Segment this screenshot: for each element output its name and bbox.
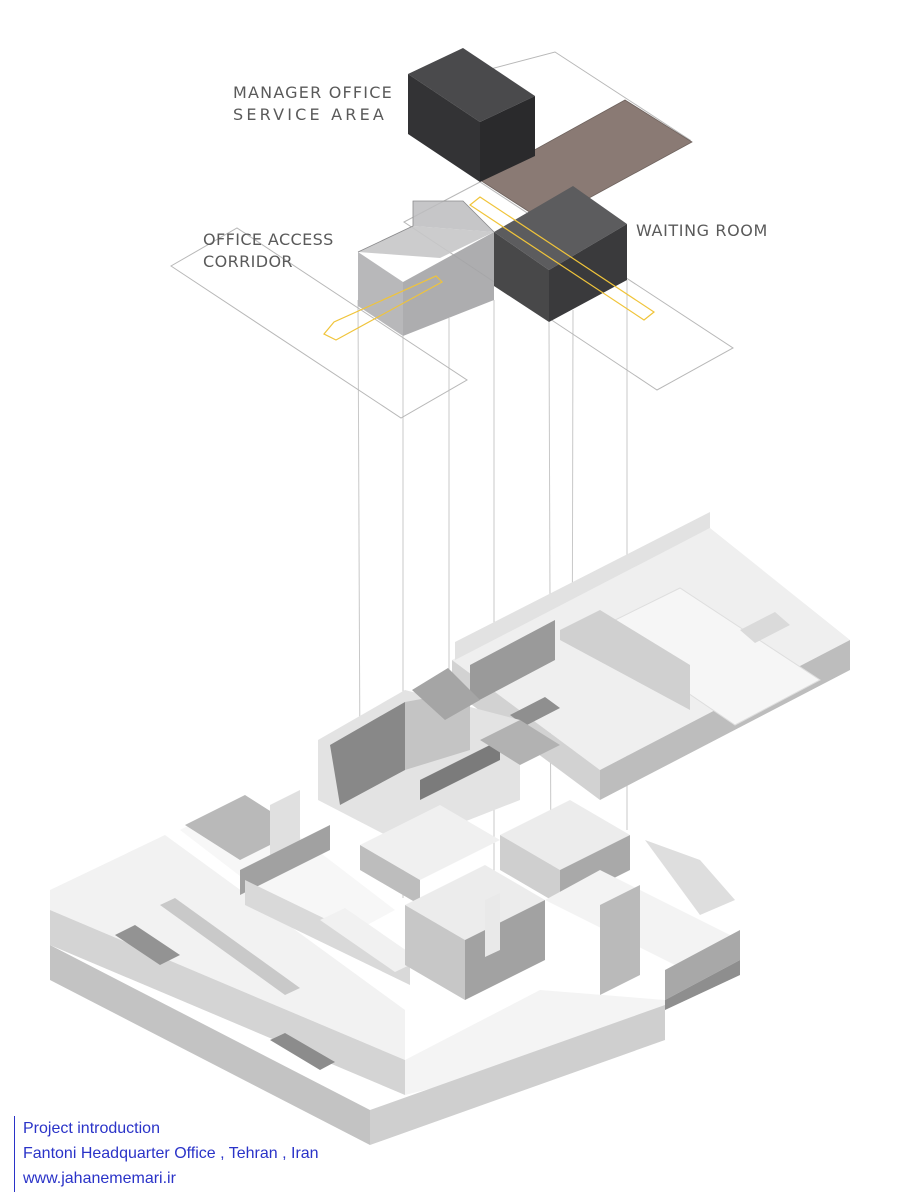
- waiting-room-block: [494, 186, 627, 322]
- service-area-plane: [479, 99, 693, 223]
- office-access-text: OFFICE ACCESS: [203, 230, 334, 249]
- caption-line-project-intro: Project introduction: [23, 1120, 160, 1137]
- manager-office-text: MANAGER OFFICE: [233, 83, 393, 102]
- caption-line-project-name: Fantoni Headquarter Office , Tehran , Ir…: [23, 1145, 319, 1162]
- manager-office-label: MANAGER OFFICE SERVICE AREA: [233, 82, 393, 126]
- corridor-block: [357, 200, 495, 336]
- office-access-corridor-label: OFFICE ACCESS CORRIDOR: [203, 229, 334, 273]
- caption-line-website: www.jahanememari.ir: [23, 1170, 176, 1187]
- project-caption: Project introduction Fantoni Headquarter…: [14, 1116, 319, 1192]
- waiting-room-text: WAITING ROOM: [636, 221, 768, 240]
- floor-plan-mass-model: [50, 512, 850, 1145]
- service-area-text: SERVICE AREA: [233, 105, 388, 124]
- corridor-text: CORRIDOR: [203, 252, 293, 271]
- circulation-paths: [323, 196, 656, 341]
- waiting-room-label: WAITING ROOM: [636, 220, 768, 242]
- manager-office-block: [408, 48, 535, 182]
